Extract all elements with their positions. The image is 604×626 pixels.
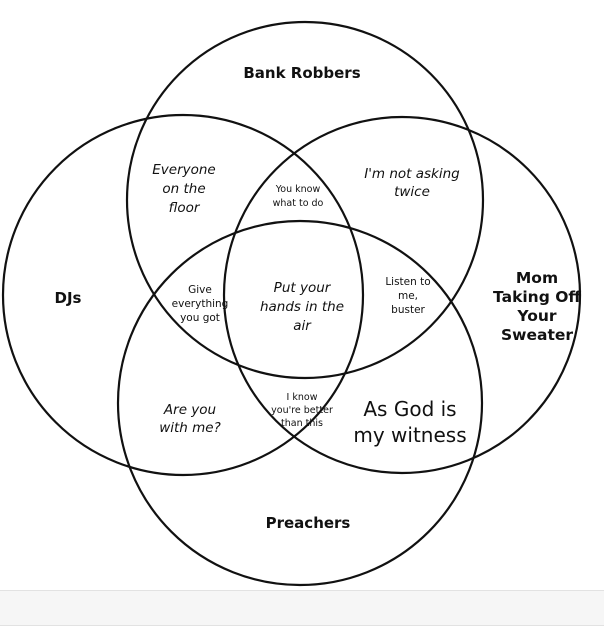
region-br-dj-line-3: floor <box>169 200 201 216</box>
label-mom-line-1: Mom <box>516 269 558 287</box>
region-mom-pr-line-2: my witness <box>353 423 466 447</box>
region-br-dj-mom-line-1: You know <box>275 184 321 195</box>
region-dj-mom-pr-line-3: than this <box>281 418 323 429</box>
label-djs: DJs <box>55 289 82 307</box>
region-dj-pr-line-1: Are you <box>163 402 216 418</box>
label-mom-line-4: Sweater <box>501 326 573 344</box>
circle-preachers <box>116 219 484 587</box>
region-mom-pr-line-1: As God is <box>363 397 456 421</box>
label-preachers: Preachers <box>266 514 351 532</box>
venn-diagram: Bank Robbers DJs Mom Taking Off Your Swe… <box>1 20 582 587</box>
region-dj-br-pr-line-2: everything <box>172 298 229 310</box>
region-center-line-3: air <box>293 318 312 334</box>
circle-mom-sweater <box>222 115 582 475</box>
region-dj-pr-line-2: with me? <box>159 420 221 436</box>
region-br-mom-line-1: I'm not asking <box>364 166 460 182</box>
region-dj-br-pr-line-3: you got <box>180 312 220 324</box>
region-center-line-2: hands in the <box>260 299 344 315</box>
circle-djs <box>1 113 365 477</box>
region-br-dj-mom-line-2: what to do <box>273 198 324 209</box>
label-mom-line-3: Your <box>516 307 556 325</box>
region-br-mom-line-2: twice <box>394 184 430 200</box>
label-mom-line-2: Taking Off <box>493 288 581 306</box>
region-dj-mom-pr-line-1: I know <box>287 392 318 403</box>
region-br-mom-pr-line-2: me, <box>398 290 418 302</box>
region-br-mom-pr-line-1: Listen to <box>385 276 430 288</box>
region-dj-mom-pr-line-2: you're better <box>271 405 333 416</box>
circle-bank-robbers <box>125 20 485 380</box>
region-br-mom-pr-line-3: buster <box>391 304 425 316</box>
footer-bar <box>0 590 604 626</box>
label-bank-robbers: Bank Robbers <box>243 64 360 82</box>
region-br-dj-line-1: Everyone <box>152 162 216 178</box>
region-br-dj-line-2: on the <box>162 181 205 197</box>
region-dj-br-pr-line-1: Give <box>188 284 212 296</box>
region-center-line-1: Put your <box>274 280 332 296</box>
